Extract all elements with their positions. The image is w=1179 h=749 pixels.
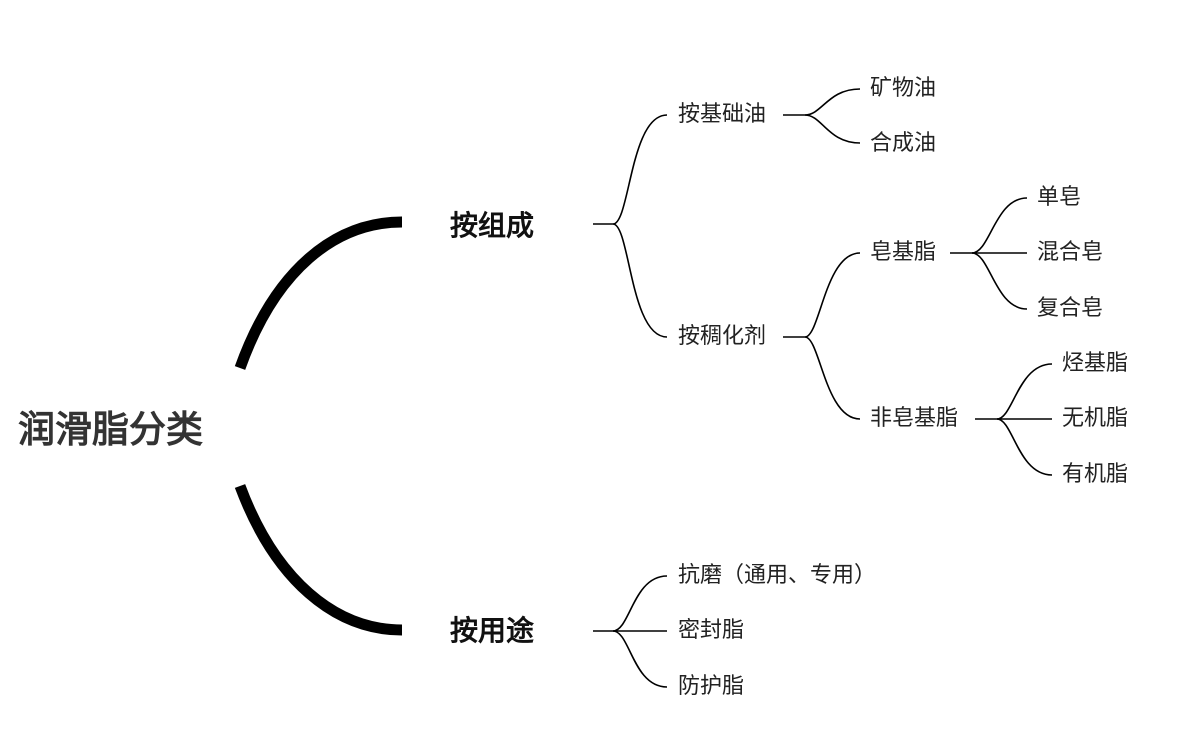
node-single-soap: 单皂 <box>1037 185 1082 210</box>
node-antiwear: 抗磨（通用、专用） <box>678 563 877 588</box>
node-soap-grease: 皂基脂 <box>870 240 937 265</box>
connector-thickener-to-non-soap <box>804 336 861 420</box>
node-organic-grease: 有机脂 <box>1062 462 1129 487</box>
connector-composition-to-base-oil <box>612 114 668 225</box>
connector-soap-to-single <box>971 197 1028 254</box>
connector-base-oil-to-mineral <box>804 88 861 116</box>
branch-composition: 按组成 <box>450 209 535 242</box>
node-sealing-grease: 密封脂 <box>678 618 745 643</box>
connector-non-soap-to-organic <box>996 418 1053 476</box>
node-synthetic-oil: 合成油 <box>870 131 937 156</box>
connector-base-oil-to-synthetic <box>804 114 861 144</box>
branch-usage: 按用途 <box>450 614 535 647</box>
connector-soap-to-complex <box>971 252 1028 310</box>
connector-composition-to-thickener <box>612 223 668 338</box>
node-thickener: 按稠化剂 <box>678 324 767 349</box>
root-node: 润滑脂分类 <box>18 408 203 451</box>
connector-usage-to-protect <box>612 630 668 688</box>
node-complex-soap: 复合皂 <box>1037 296 1104 321</box>
node-non-soap-grease: 非皂基脂 <box>870 406 959 431</box>
root-branch-usage <box>234 484 403 636</box>
node-mixed-soap: 混合皂 <box>1037 240 1104 265</box>
node-mineral-oil: 矿物油 <box>870 76 937 101</box>
node-base-oil: 按基础油 <box>678 102 767 127</box>
node-hydrocarbon-grease: 烃基脂 <box>1062 351 1129 376</box>
connector-usage-to-antiwear <box>612 575 668 632</box>
node-protective-grease: 防护脂 <box>678 674 745 699</box>
root-branch-composition <box>234 216 403 370</box>
connector-non-soap-to-hydrocarbon <box>996 363 1053 420</box>
connector-thickener-to-soap <box>804 252 861 338</box>
node-inorganic-grease: 无机脂 <box>1062 406 1129 431</box>
